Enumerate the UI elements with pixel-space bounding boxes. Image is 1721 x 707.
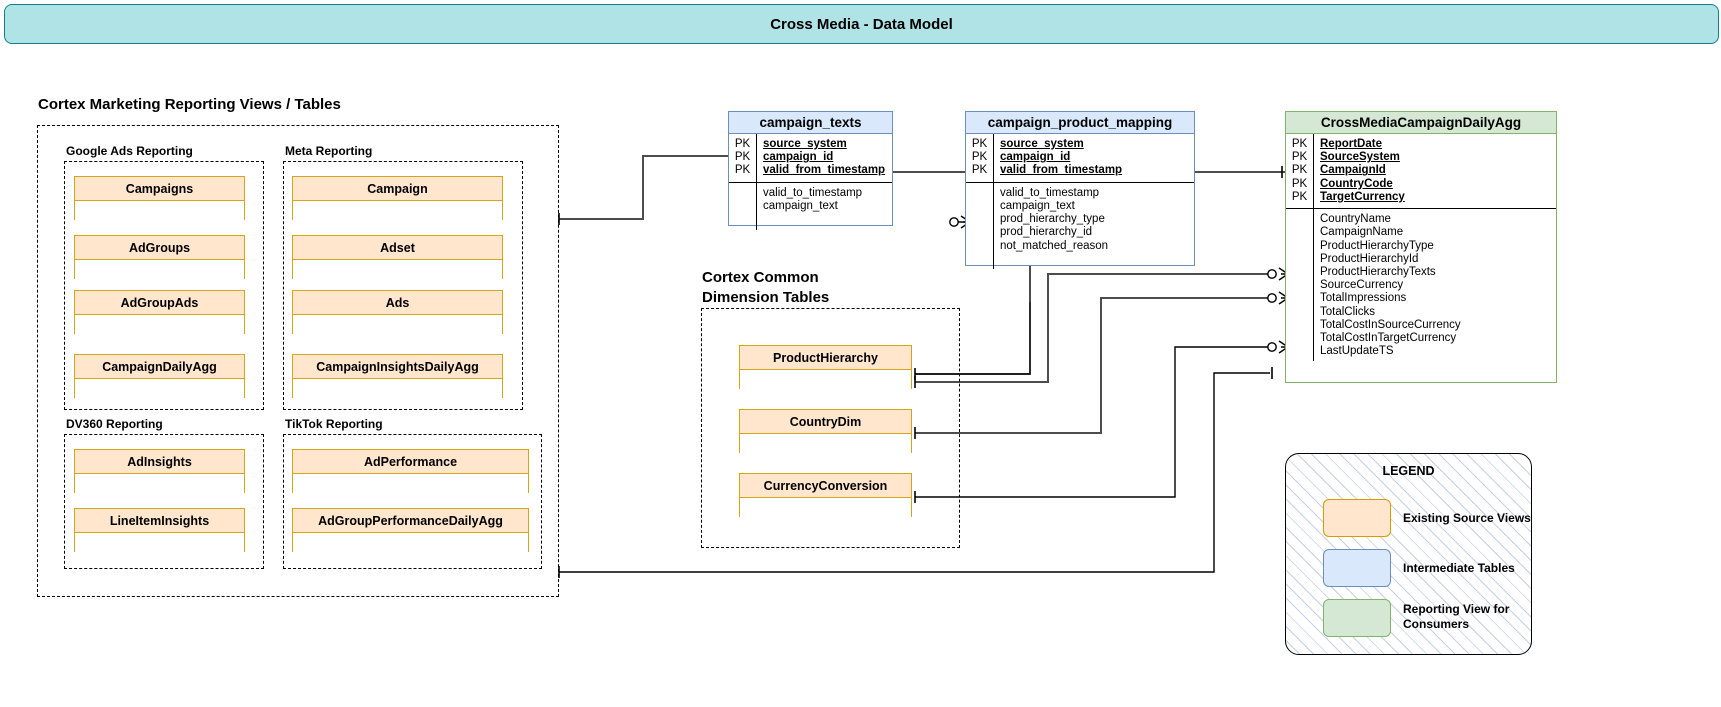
group-label-meta: Meta Reporting <box>285 144 373 158</box>
legend-label-intermediate-tables: Intermediate Tables <box>1403 561 1515 575</box>
dimension-tables-container <box>701 308 960 548</box>
dimension-section-title: Cortex Common Dimension Tables <box>702 269 830 307</box>
key-field-column: ReportDate SourceSystem CampaignId Count… <box>1320 138 1405 203</box>
table-campaigns[interactable]: Campaigns <box>74 176 245 220</box>
group-label-dv360: DV360 Reporting <box>66 417 163 431</box>
table-title: Campaign <box>293 177 502 201</box>
table-body <box>75 474 244 493</box>
table-body <box>293 201 502 220</box>
entity-title: campaign_product_mapping <box>966 112 1194 134</box>
table-producthierarchy[interactable]: ProductHierarchy <box>739 345 912 389</box>
table-title: AdGroups <box>75 236 244 260</box>
table-title: LineItemInsights <box>75 509 244 533</box>
table-body <box>740 498 911 517</box>
table-ads[interactable]: Ads <box>292 290 503 334</box>
table-countrydim[interactable]: CountryDim <box>739 409 912 453</box>
legend-swatch-reporting-view <box>1323 599 1391 637</box>
table-body <box>293 260 502 279</box>
group-label-google-ads: Google Ads Reporting <box>66 144 193 158</box>
attribute-field-column: CountryName CampaignName ProductHierarch… <box>1320 213 1461 358</box>
group-box-tiktok <box>283 434 542 569</box>
table-body <box>740 370 911 389</box>
table-body <box>75 533 244 552</box>
table-body <box>293 315 502 334</box>
table-body <box>75 201 244 220</box>
table-adset[interactable]: Adset <box>292 235 503 279</box>
page-title: Cross Media - Data Model <box>770 15 953 33</box>
pk-marker-column <box>966 182 994 269</box>
entity-title: CrossMediaCampaignDailyAgg <box>1286 112 1556 134</box>
left-section-title: Cortex Marketing Reporting Views / Table… <box>38 96 341 113</box>
entity-attribute-section: valid_to_timestamp campaign_text <box>729 181 892 230</box>
table-adperformance[interactable]: AdPerformance <box>292 449 529 493</box>
legend-title: LEGEND <box>1382 464 1435 478</box>
table-title: Adset <box>293 236 502 260</box>
table-title: AdPerformance <box>293 450 528 474</box>
table-body <box>293 533 528 552</box>
pk-marker-column: PK PK PK <box>729 134 757 182</box>
pk-marker-column <box>729 182 757 230</box>
reporting-views-container <box>37 125 559 597</box>
group-box-meta <box>283 161 523 410</box>
table-body <box>293 379 502 398</box>
table-title: Ads <box>293 291 502 315</box>
table-adgroupperformancedailyagg[interactable]: AdGroupPerformanceDailyAgg <box>292 508 529 552</box>
entity-campaign-texts[interactable]: campaign_texts PK PK PK source_system ca… <box>728 111 893 230</box>
table-body <box>293 474 528 493</box>
table-title: ProductHierarchy <box>740 346 911 370</box>
legend-label-reporting-view: Reporting View for Consumers <box>1403 602 1510 631</box>
entity-key-section: PK PK PK PK PK ReportDate SourceSystem C… <box>1286 134 1556 209</box>
table-currencyconversion[interactable]: CurrencyConversion <box>739 473 912 517</box>
attribute-field-column: valid_to_timestamp campaign_text prod_hi… <box>1000 186 1109 252</box>
entity-title: campaign_texts <box>729 112 892 134</box>
table-campaign[interactable]: Campaign <box>292 176 503 220</box>
table-lineiteminsights[interactable]: LineItemInsights <box>74 508 245 552</box>
table-title: AdGroupAds <box>75 291 244 315</box>
legend-swatch-intermediate-tables <box>1323 549 1391 587</box>
table-adinsights[interactable]: AdInsights <box>74 449 245 493</box>
table-adgroups[interactable]: AdGroups <box>74 235 245 279</box>
table-body <box>75 379 244 398</box>
table-body <box>740 434 911 453</box>
group-box-google-ads <box>64 161 264 410</box>
table-title: CampaignDailyAgg <box>75 355 244 379</box>
key-field-column: source_system campaign_id valid_from_tim… <box>1000 138 1123 177</box>
attribute-field-column: valid_to_timestamp campaign_text <box>763 186 863 212</box>
group-label-tiktok: TikTok Reporting <box>285 417 383 431</box>
entity-attribute-section: valid_to_timestamp campaign_text prod_hi… <box>966 181 1194 269</box>
table-title: AdInsights <box>75 450 244 474</box>
table-body <box>75 315 244 334</box>
pk-marker-column: PK PK PK PK PK <box>1286 134 1314 209</box>
entity-campaign-product-mapping[interactable]: campaign_product_mapping PK PK PK source… <box>965 111 1195 269</box>
entity-key-section: PK PK PK source_system campaign_id valid… <box>966 134 1194 182</box>
legend-panel: LEGEND Existing Source Views Intermediat… <box>1285 453 1532 655</box>
table-title: AdGroupPerformanceDailyAgg <box>293 509 528 533</box>
legend-label-existing-source-views: Existing Source Views <box>1403 511 1531 525</box>
entity-key-section: PK PK PK source_system campaign_id valid… <box>729 134 892 182</box>
legend-swatch-existing-source-views <box>1323 499 1391 537</box>
table-adgroupads[interactable]: AdGroupAds <box>74 290 245 334</box>
table-campaigndailyagg[interactable]: CampaignDailyAgg <box>74 354 245 398</box>
table-title: CampaignInsightsDailyAgg <box>293 355 502 379</box>
table-campaigninsightsdailyagg[interactable]: CampaignInsightsDailyAgg <box>292 354 503 398</box>
entity-cross-media-campaign-daily-agg[interactable]: CrossMediaCampaignDailyAgg PK PK PK PK P… <box>1285 111 1557 383</box>
entity-attribute-section: CountryName CampaignName ProductHierarch… <box>1286 208 1556 362</box>
title-banner: Cross Media - Data Model <box>4 4 1719 44</box>
table-body <box>75 260 244 279</box>
group-box-dv360 <box>64 434 264 569</box>
pk-marker-column <box>1286 209 1314 362</box>
pk-marker-column: PK PK PK <box>966 134 994 182</box>
table-title: CurrencyConversion <box>740 474 911 498</box>
key-field-column: source_system campaign_id valid_from_tim… <box>763 138 886 177</box>
table-title: CountryDim <box>740 410 911 434</box>
table-title: Campaigns <box>75 177 244 201</box>
